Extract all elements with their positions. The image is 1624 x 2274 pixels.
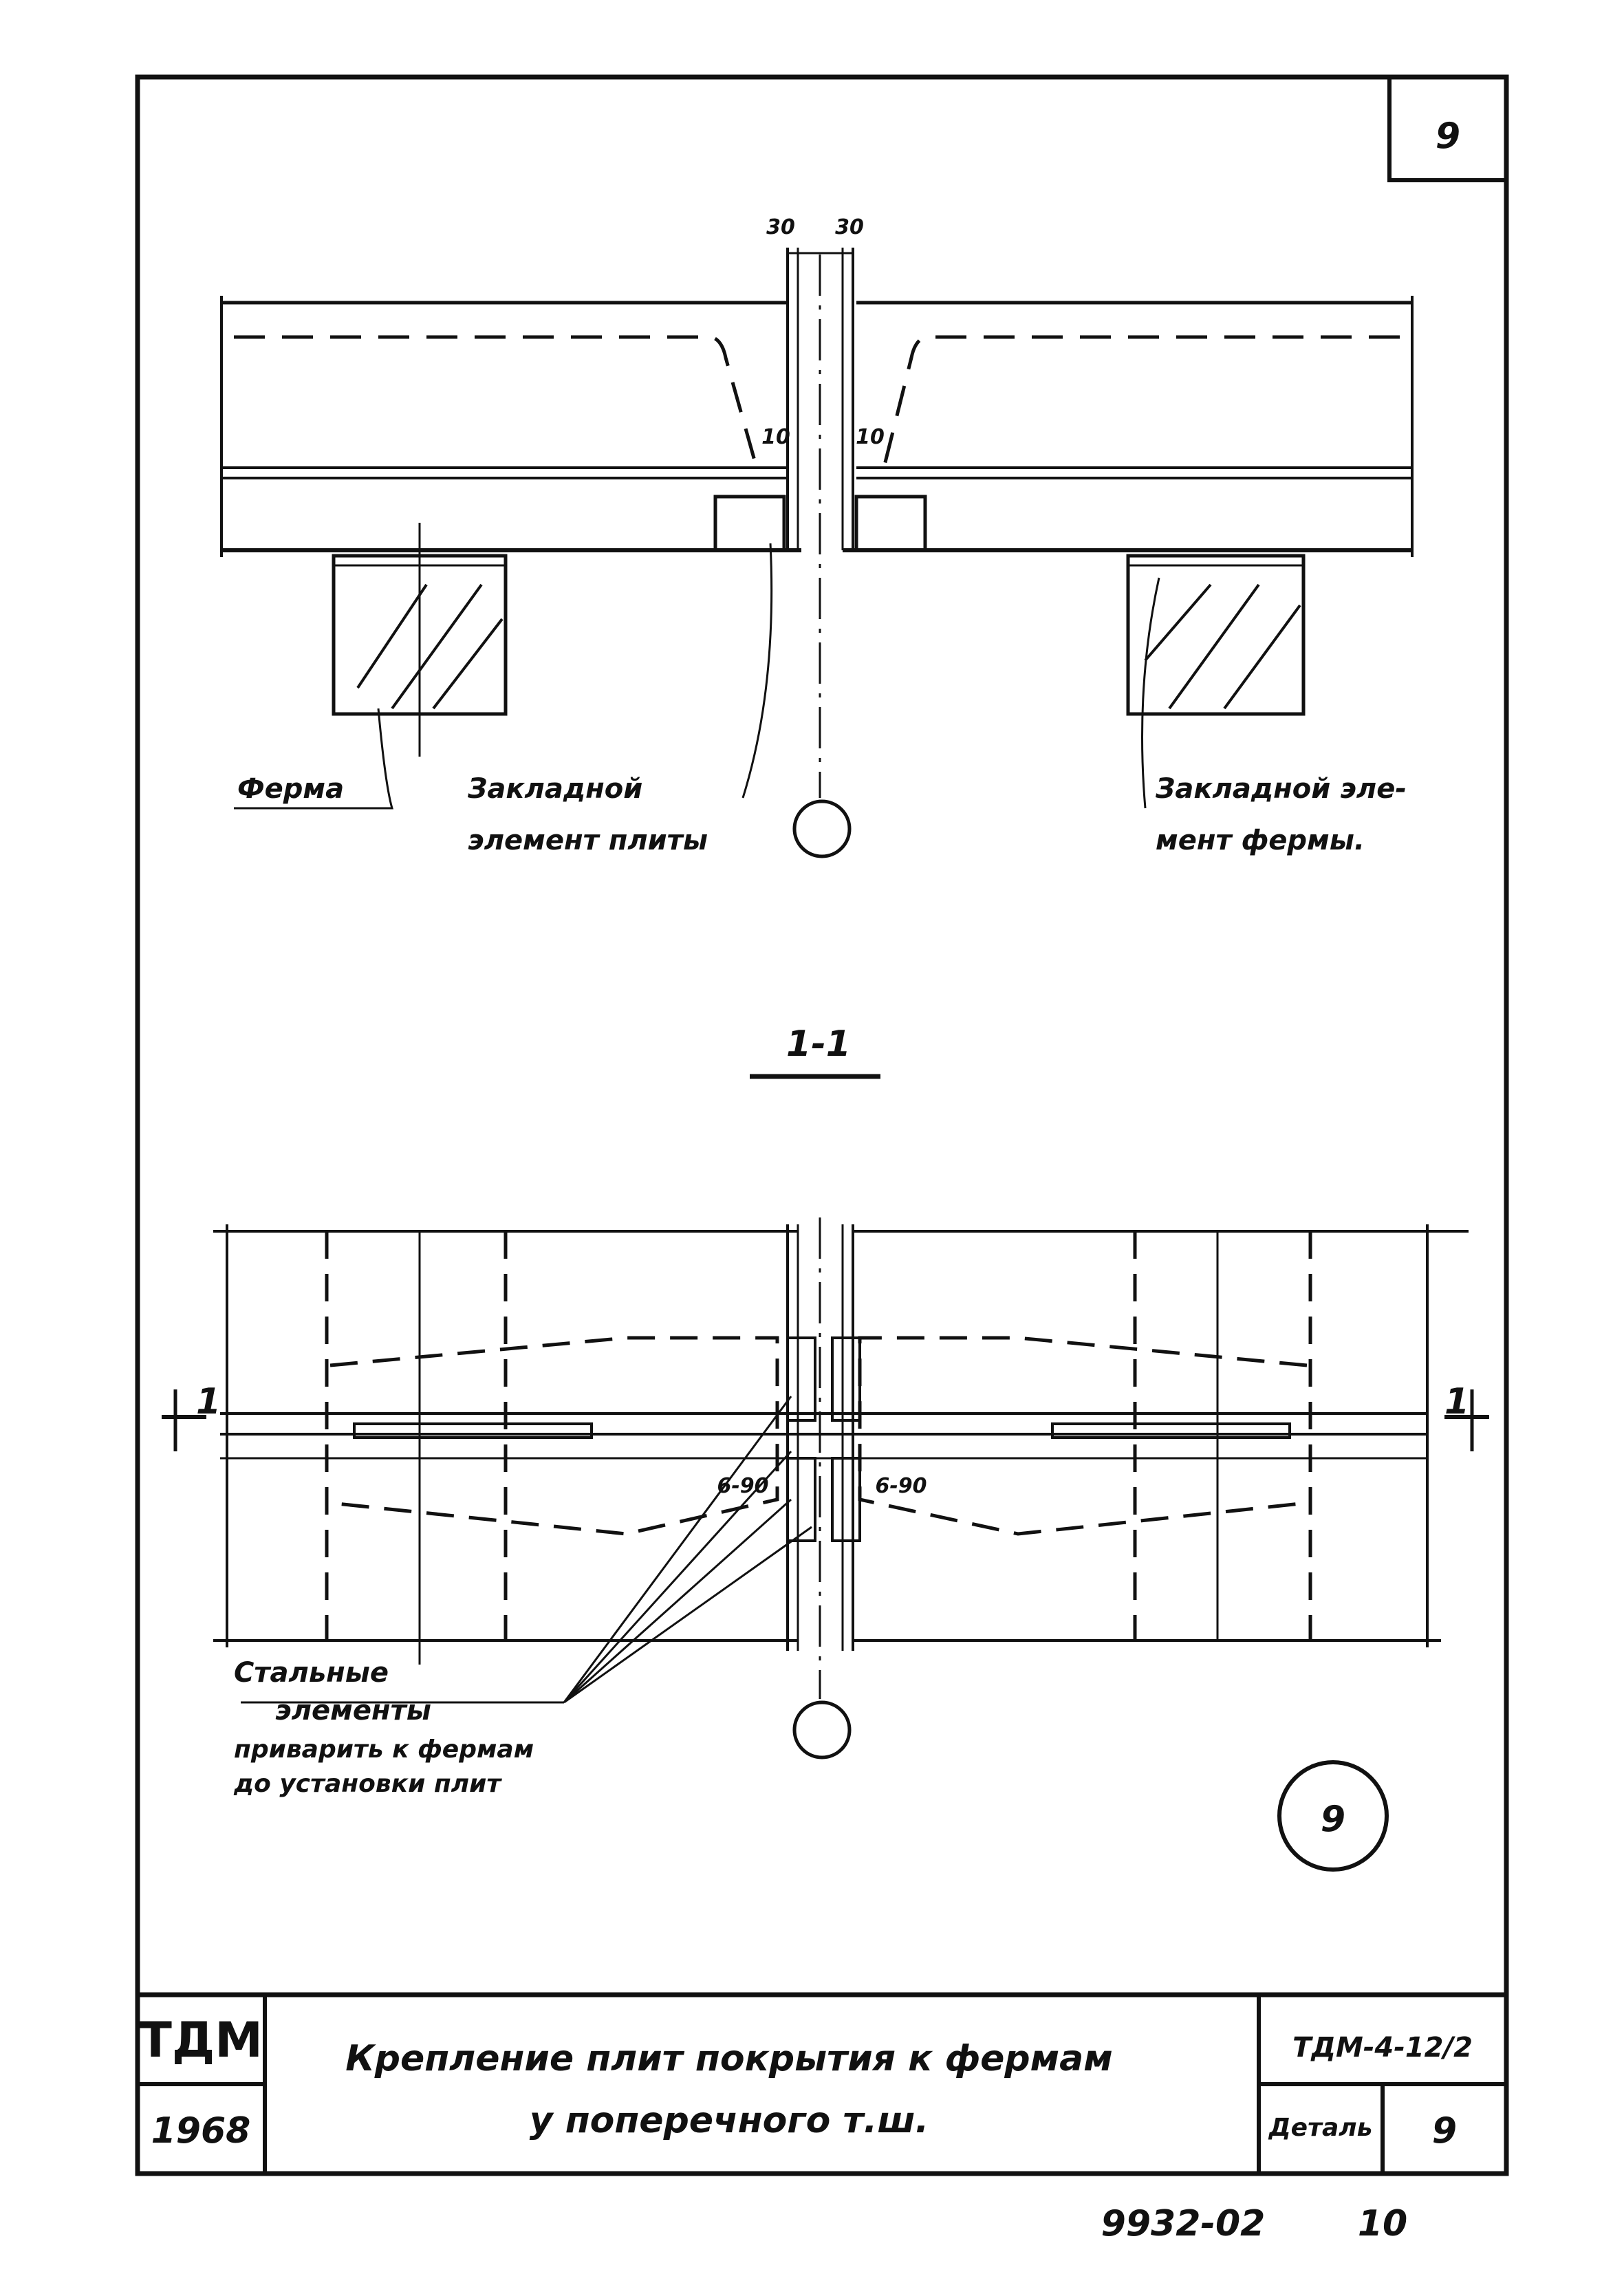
label-truss: Ферма <box>237 773 344 805</box>
corner-number: 9 <box>1436 116 1460 157</box>
drawing-code: ТДМ-4-12/2 <box>1292 2032 1473 2064</box>
sheet-frame <box>135 74 1509 2176</box>
dim-right: 30 <box>835 215 864 239</box>
year: 1968 <box>151 2110 251 2152</box>
detail-circle-number: 9 <box>1321 1799 1345 1840</box>
page-number: 10 <box>1358 2203 1407 2244</box>
corner-number-box <box>1387 75 1508 182</box>
gap-left: 10 <box>761 425 790 449</box>
note-line-2: элементы <box>275 1695 431 1726</box>
section-title: 1-1 <box>786 1024 851 1065</box>
note-line-4: до установки плит <box>233 1770 502 1798</box>
note-line-1: Стальные <box>234 1657 389 1689</box>
weld-left: 6-90 <box>717 1474 768 1498</box>
section-mark-left: 1 <box>196 1381 221 1422</box>
weld-right: 6-90 <box>875 1474 927 1498</box>
top-view <box>220 248 1414 858</box>
label-truss-embed-2: мент фермы. <box>1156 825 1365 856</box>
note-line-3: приварить к фермам <box>234 1735 534 1764</box>
detail-number: 9 <box>1432 2110 1457 2152</box>
section-mark-right: 1 <box>1444 1381 1469 1422</box>
org-stamp: ТДМ <box>139 2012 263 2068</box>
section-view <box>162 1217 1489 1872</box>
label-plate-embed-1: Закладной <box>467 773 642 805</box>
gap-right: 10 <box>856 425 885 449</box>
title-block <box>138 1992 1506 2174</box>
detail-label: Деталь <box>1268 2114 1373 2142</box>
dim-left: 30 <box>766 215 795 239</box>
drawing-title-2: у поперечного т.ш. <box>530 2100 929 2141</box>
drawing-title-1: Крепление плит покрытия к фермам <box>345 2038 1113 2079</box>
archive-number: 9932-02 <box>1101 2203 1266 2244</box>
label-truss-embed-1: Закладной эле- <box>1155 773 1407 805</box>
label-plate-embed-2: элемент плиты <box>468 825 708 856</box>
